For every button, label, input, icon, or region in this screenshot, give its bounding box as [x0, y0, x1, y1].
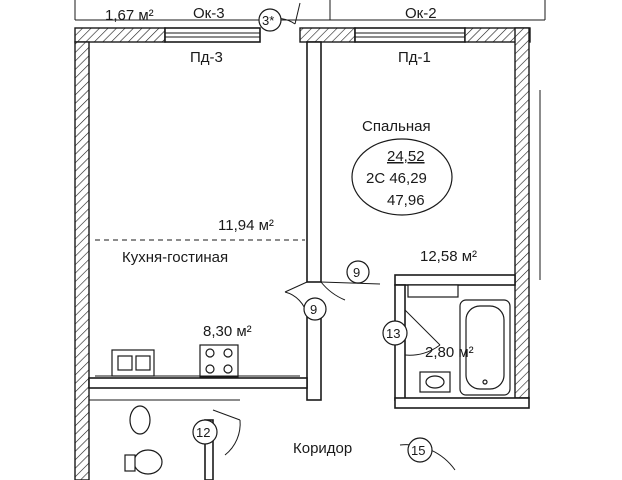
marker-circle-9b — [303, 297, 327, 321]
marker-3: 3* — [262, 13, 274, 28]
window-label-ok3: Ок-3 — [193, 5, 225, 22]
kitchen-area: 8,30 м² — [203, 323, 252, 340]
washing-machine — [407, 284, 459, 298]
window-label-ok2: Ок-2 — [405, 5, 437, 22]
top-area-label: 1,67 м² — [105, 7, 154, 24]
corridor-name: Коридор — [293, 440, 352, 457]
bedroom-area: 12,58 м² — [420, 248, 477, 265]
sill-label-pd1: Пд-1 — [398, 49, 431, 66]
marker-circle-9a — [346, 260, 370, 284]
partition-wall — [306, 41, 322, 283]
kitchen-bottom-wall — [88, 377, 308, 389]
toilet — [124, 449, 163, 475]
toilet-room-right-wall — [204, 419, 214, 480]
marker-circle-12 — [192, 419, 218, 445]
stove — [199, 344, 239, 378]
marker-circle-3 — [258, 8, 282, 32]
apartment-summary-oval — [351, 138, 453, 216]
bathroom-top-wall — [394, 274, 516, 286]
kitchen-sink — [95, 349, 300, 377]
kitchen-living-area: 11,94 м² — [218, 217, 274, 234]
top-exterior-wall — [74, 27, 531, 43]
marker-circle-13 — [382, 320, 408, 346]
kitchen-name: Кухня-гостиная — [122, 249, 228, 266]
marker-9b: 9 — [310, 302, 317, 317]
bathtub — [459, 299, 511, 396]
door-swings — [212, 2, 456, 471]
top-strip — [74, 0, 546, 21]
marker-9a: 9 — [353, 265, 360, 280]
marker-12: 12 — [196, 425, 210, 440]
bathroom-bottom-wall — [394, 397, 530, 409]
marker-circle-15 — [407, 437, 433, 463]
marker-13: 13 — [386, 326, 400, 341]
living-area-value: 24,52 — [387, 148, 425, 165]
total-area-value: 47,96 — [387, 192, 425, 209]
bathroom-area: 2,80 м² — [425, 344, 474, 361]
toilet-room-sink — [129, 405, 151, 435]
partition-wall-lower — [306, 314, 322, 401]
bedroom-name: Спальная — [362, 118, 431, 135]
marker-15: 15 — [411, 443, 425, 458]
right-exterior-wall — [514, 27, 530, 399]
sill-label-pd3: Пд-3 — [190, 49, 223, 66]
bathroom-sink — [419, 371, 451, 393]
left-exterior-wall — [74, 41, 90, 480]
type-area-value: 2С 46,29 — [366, 170, 427, 187]
